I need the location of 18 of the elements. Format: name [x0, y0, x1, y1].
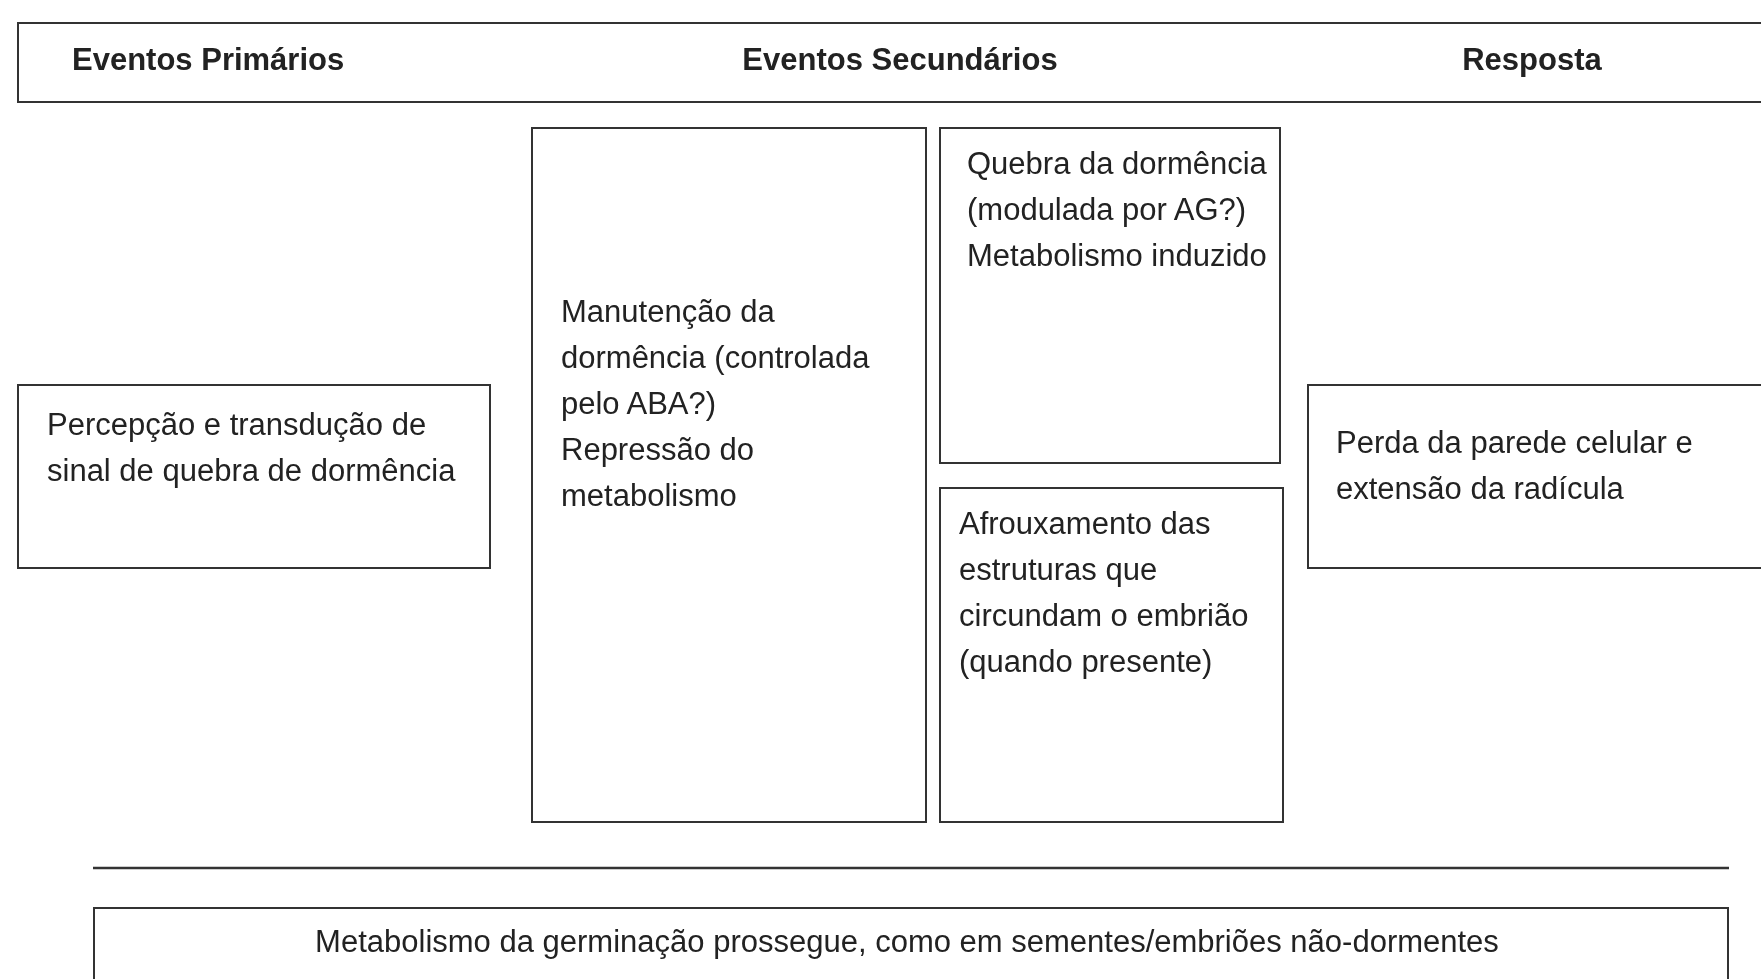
- box-text: Afrouxamento das estruturas que circundam o embrião (quando presente): [959, 505, 1250, 681]
- box-text: Metabolismo da germinação prossegue, como em sementes/embriões não-dormentes: [314, 923, 1500, 961]
- text-box: [93, 907, 1729, 979]
- text-box: [939, 487, 1284, 823]
- box-text: Metabolismo induzido: [967, 237, 1268, 275]
- header-band: [17, 22, 1761, 103]
- text-box: [531, 127, 927, 823]
- text-box: [939, 127, 1281, 464]
- text-box: [1307, 384, 1761, 569]
- column-heading: Eventos Secundários: [742, 42, 1058, 78]
- box-text: Manutenção da dormência (controlada pelo ABA?): [561, 293, 871, 423]
- text-box: [17, 384, 491, 569]
- box-text: Repressão do metabolismo: [561, 431, 755, 515]
- column-heading: Resposta: [1462, 42, 1602, 78]
- column-heading: Eventos Primários: [72, 42, 345, 78]
- box-text: Percepção e transdução de sinal de quebra de dormência: [47, 406, 457, 490]
- box-text: Quebra da dormência (modulada por AG?): [967, 145, 1268, 229]
- box-text: Perda da parede celular e extensão da radícula: [1336, 424, 1694, 508]
